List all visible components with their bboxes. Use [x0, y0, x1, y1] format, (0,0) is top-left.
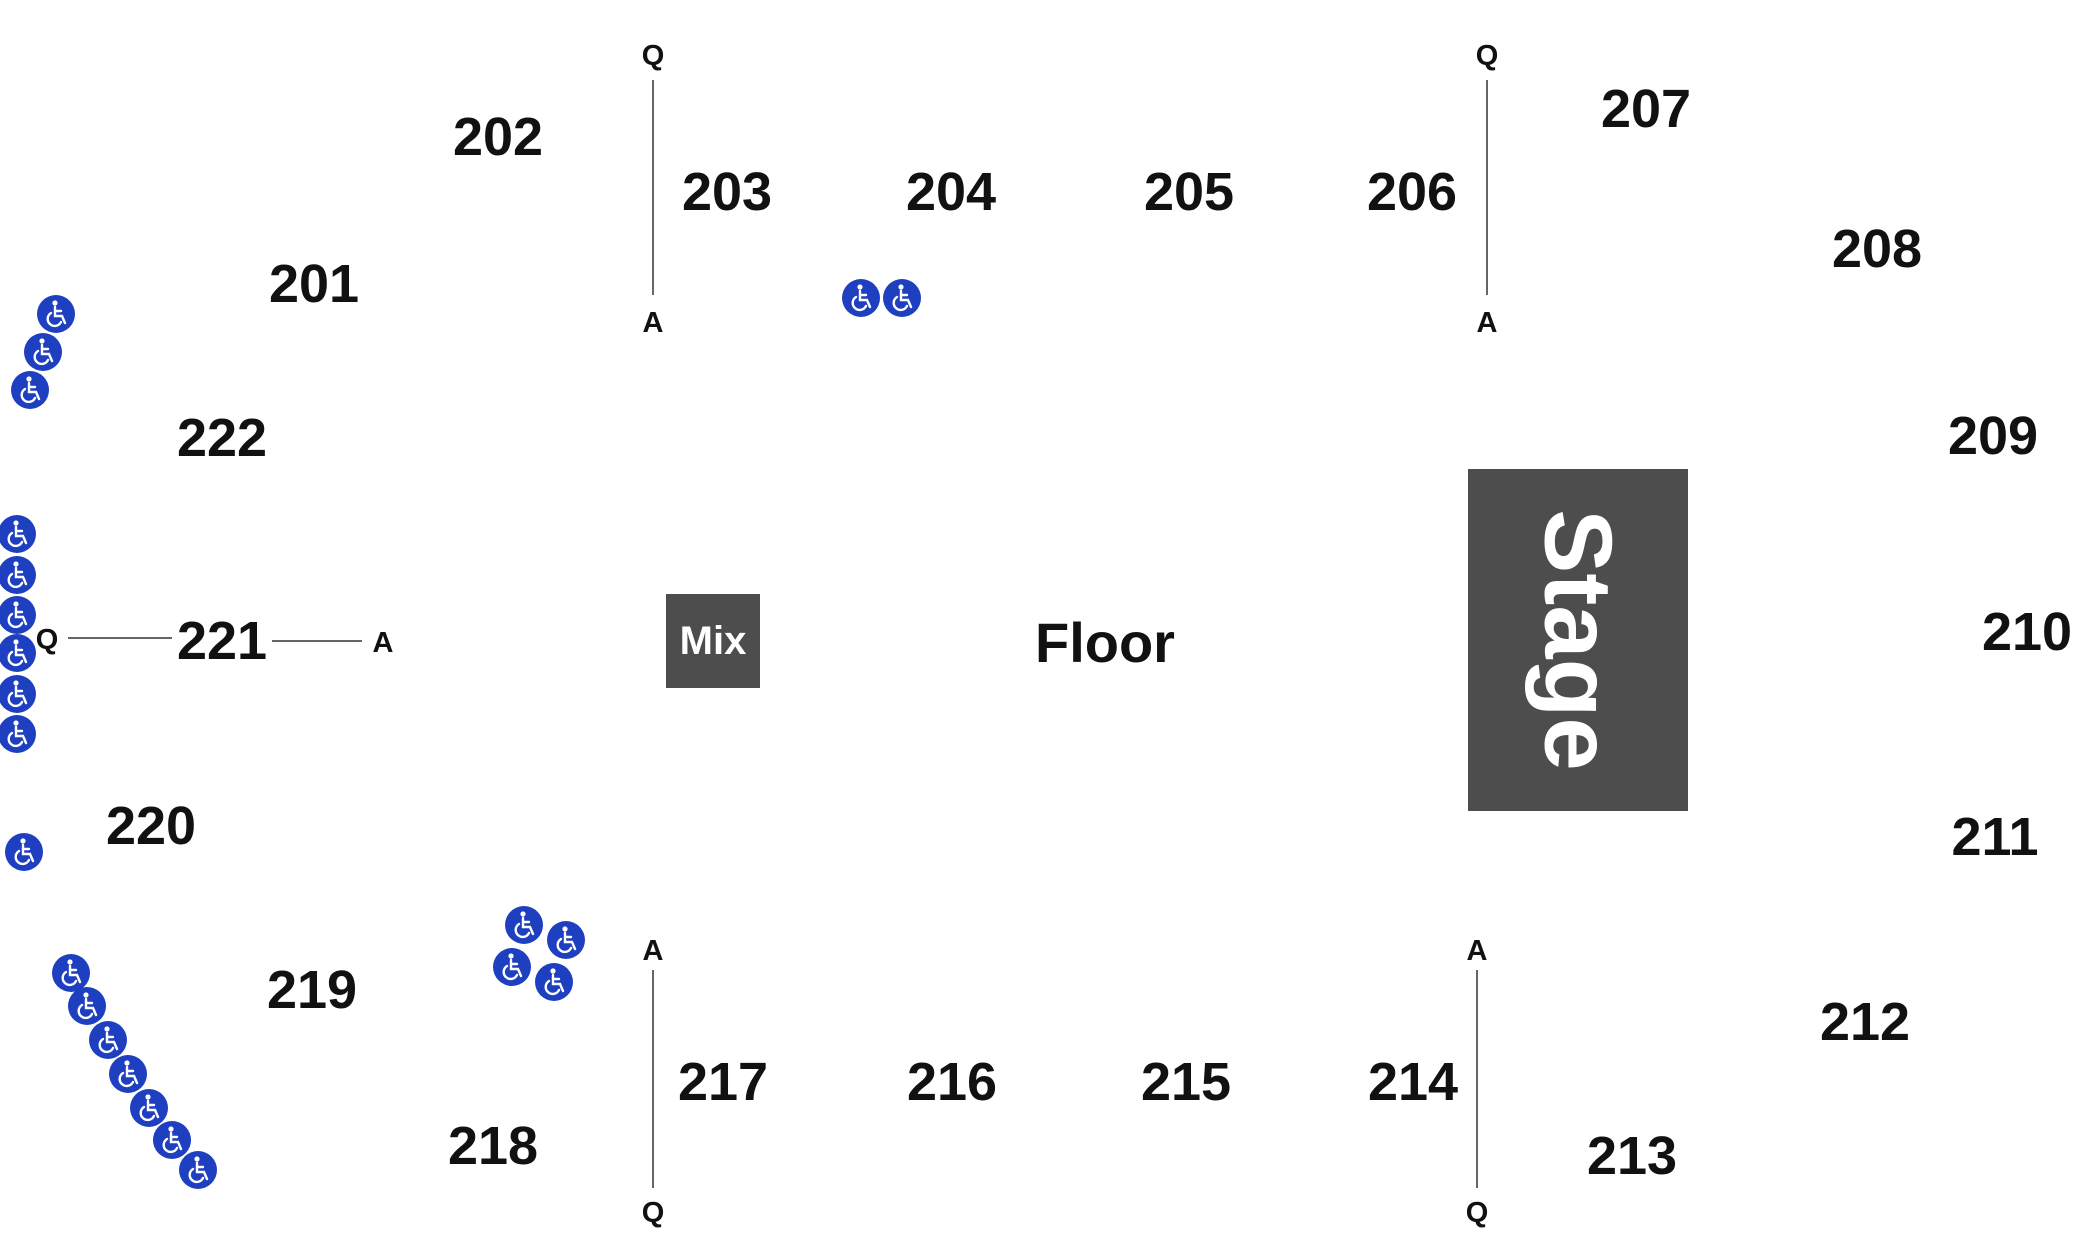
- wheelchair-icon: [0, 515, 36, 553]
- wheelchair-icon: [493, 948, 531, 986]
- row-label-214-top: A: [1467, 935, 1488, 967]
- section-219[interactable]: 219: [267, 960, 357, 1020]
- wheelchair-icon: [89, 1021, 127, 1059]
- wheelchair-icon: [0, 675, 36, 713]
- wheelchair-icon: [11, 371, 49, 409]
- section-205[interactable]: 205: [1144, 162, 1234, 222]
- section-222[interactable]: 222: [177, 408, 267, 468]
- sections: 201 202 203 204 205 206 207 208 209 210 …: [106, 79, 2072, 1186]
- stage-block: [1468, 469, 1688, 811]
- section-220[interactable]: 220: [106, 796, 196, 856]
- wheelchair-icon: [535, 963, 573, 1001]
- section-207[interactable]: 207: [1601, 79, 1691, 139]
- section-215[interactable]: 215: [1141, 1052, 1231, 1112]
- wheelchair-icon: [24, 333, 62, 371]
- section-216[interactable]: 216: [907, 1052, 997, 1112]
- wheelchair-icon: [0, 596, 36, 634]
- wheelchair-icon: [505, 906, 543, 944]
- stage: Stage: [1468, 469, 1688, 811]
- wheelchair-icon: [0, 634, 36, 672]
- floor-label[interactable]: Floor: [1035, 611, 1175, 674]
- section-217[interactable]: 217: [678, 1052, 768, 1112]
- row-label-203-top: Q: [642, 40, 665, 72]
- row-label-217-bottom: Q: [642, 1197, 665, 1229]
- wheelchair-icon: [109, 1055, 147, 1093]
- mix-position[interactable]: Mix: [666, 594, 760, 688]
- wheelchair-icon: [5, 833, 43, 871]
- wheelchair-icon: [68, 987, 106, 1025]
- wheelchair-icon: [37, 295, 75, 333]
- section-208[interactable]: 208: [1832, 219, 1922, 279]
- section-214[interactable]: 214: [1368, 1052, 1458, 1112]
- mix-block: [666, 594, 760, 688]
- section-201[interactable]: 201: [269, 254, 359, 314]
- row-label-221-left: Q: [36, 624, 59, 656]
- row-markers: Q A Q A A Q A Q Q A: [36, 40, 1499, 1229]
- section-221[interactable]: 221: [177, 611, 267, 671]
- wheelchair-icon: [52, 954, 90, 992]
- wheelchair-icon: [179, 1151, 217, 1189]
- section-209[interactable]: 209: [1948, 406, 2038, 466]
- wheelchair-icon: [130, 1089, 168, 1127]
- section-203[interactable]: 203: [682, 162, 772, 222]
- row-label-206-top: Q: [1476, 40, 1499, 72]
- wheelchair-icon: [0, 715, 36, 753]
- section-213[interactable]: 213: [1587, 1126, 1677, 1186]
- row-label-221-right: A: [373, 627, 394, 659]
- wheelchair-icon: [842, 279, 880, 317]
- section-211[interactable]: 211: [1951, 807, 2038, 867]
- wheelchair-icon: [153, 1121, 191, 1159]
- mix-label: Mix: [680, 619, 747, 663]
- section-212[interactable]: 212: [1820, 992, 1910, 1052]
- section-218[interactable]: 218: [448, 1116, 538, 1176]
- section-210[interactable]: 210: [1982, 602, 2072, 662]
- row-label-217-top: A: [643, 935, 664, 967]
- section-202[interactable]: 202: [453, 107, 543, 167]
- row-label-203-bottom: A: [643, 307, 664, 339]
- row-label-214-bottom: Q: [1466, 1197, 1489, 1229]
- stage-label: Stage: [1525, 509, 1632, 770]
- wheelchair-icon: [0, 556, 36, 594]
- section-204[interactable]: 204: [906, 162, 996, 222]
- section-206[interactable]: 206: [1367, 162, 1457, 222]
- accessible-seating: [0, 279, 921, 1189]
- wheelchair-icon: [883, 279, 921, 317]
- wheelchair-icon: [547, 921, 585, 959]
- row-label-206-bottom: A: [1477, 307, 1498, 339]
